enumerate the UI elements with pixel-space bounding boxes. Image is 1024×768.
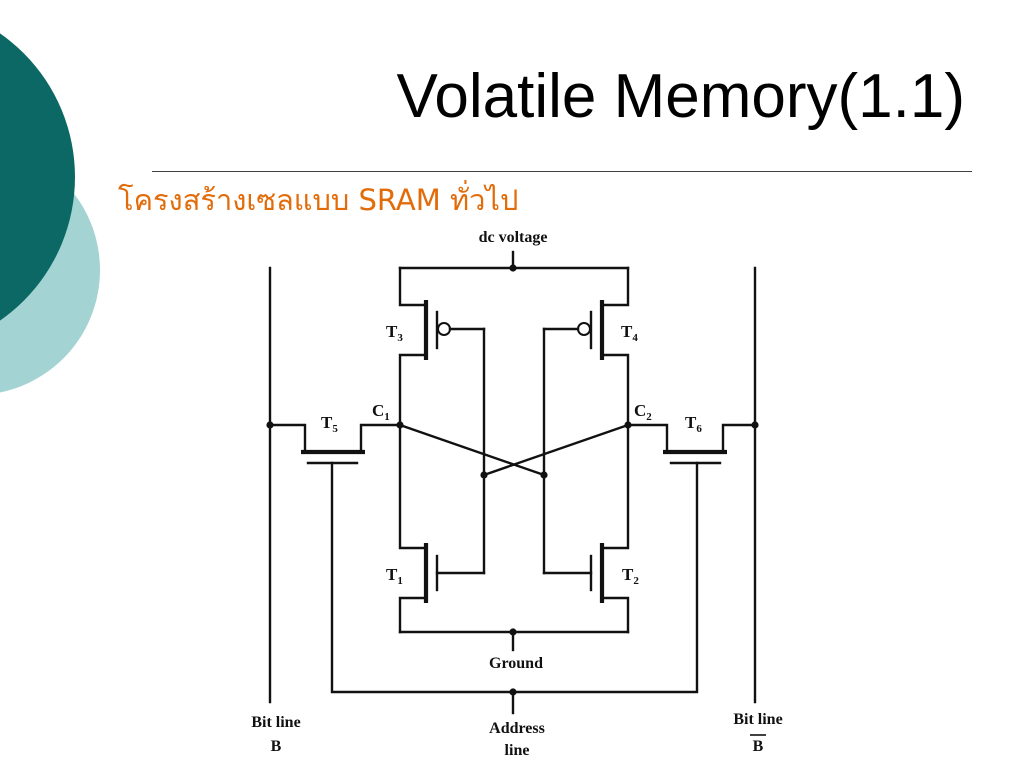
title-divider [152, 171, 972, 172]
junction-dots [266, 264, 759, 696]
bit-line-b-bar-junction [751, 421, 759, 429]
c2-label-letter: C [634, 401, 646, 420]
bit-line-b-bar-label-text: Bit line [733, 711, 782, 728]
t2-label-letter: T [622, 565, 634, 584]
t5-label: T5 [321, 413, 338, 435]
ground-junction [509, 628, 517, 636]
c2-label: C2 [634, 401, 652, 423]
dc-voltage-label: dc voltage [479, 229, 548, 246]
t4-gate-bubble [577, 322, 591, 336]
cross-link-from-c1 [398, 423, 546, 477]
t3-label: T3 [386, 322, 403, 344]
address-line-label-line1: Address [489, 720, 545, 737]
t1-drain-lead [398, 423, 428, 550]
address-line-label-line2: line [505, 742, 530, 759]
t6-node-lead [626, 423, 669, 454]
bit-line-b-junction [266, 421, 274, 429]
t4-label-index: 4 [632, 332, 638, 344]
t2-drain-lead [600, 423, 630, 550]
diagram-labels: dc voltage T3 T4 C1 C2 T5 T6 T1 [251, 229, 782, 759]
t4-source-lead [600, 353, 630, 427]
transistor-t6-symbol [626, 423, 757, 465]
t3-gate-bubble [437, 322, 451, 336]
transistor-t1-symbol [398, 423, 486, 634]
t2-label: T2 [622, 565, 639, 587]
slide-title: Volatile Memory(1.1) [396, 62, 965, 131]
transistor-t2-symbol [542, 423, 630, 634]
slide-subtitle: โครงสร้างเซลแบบ SRAM ทั่วไป [118, 183, 519, 217]
t2-label-index: 2 [633, 575, 639, 587]
t5-label-letter: T [321, 413, 333, 432]
c1-label-index: 1 [384, 411, 390, 423]
dc-voltage-junction [509, 264, 517, 272]
t6-label: T6 [685, 413, 702, 435]
t6-label-index: 6 [696, 423, 702, 435]
ground-label: Ground [489, 655, 543, 672]
transistor-t3-symbol [398, 266, 486, 427]
circuit-wiring [268, 250, 757, 715]
t1-label-index: 1 [397, 575, 403, 587]
t3-source-lead [398, 353, 428, 427]
t3-label-index: 3 [397, 332, 403, 344]
t5-bitline-lead [268, 423, 307, 454]
bit-line-b-label-symbol: B [271, 738, 282, 755]
t5-label-index: 5 [332, 423, 338, 435]
c1-label-letter: C [372, 401, 384, 420]
c2-junction [624, 421, 632, 429]
t6-label-letter: T [685, 413, 697, 432]
transistor-t4-symbol [542, 266, 630, 427]
t1-source-lead [398, 596, 428, 634]
bit-line-b-bar-label-symbol: B [753, 738, 764, 755]
t1-label: T1 [386, 565, 403, 587]
t3-label-letter: T [386, 322, 398, 341]
left-gate-junction [480, 471, 488, 479]
right-gate-junction [540, 471, 548, 479]
t4-drain-lead [600, 266, 630, 307]
c1-label: C1 [372, 401, 390, 423]
t2-source-lead [600, 596, 630, 634]
cross-link-from-c2 [482, 423, 630, 477]
t5-node-lead [359, 423, 402, 454]
t1-label-letter: T [386, 565, 398, 584]
c1-junction [396, 421, 404, 429]
transistor-t5-symbol [268, 423, 402, 465]
t3-drain-lead [398, 266, 428, 307]
t6-bitline-lead [721, 423, 757, 454]
bit-line-b-label-text: Bit line [251, 714, 300, 731]
t4-label: T4 [621, 322, 638, 344]
t4-label-letter: T [621, 322, 633, 341]
address-line-junction [509, 688, 517, 696]
c2-label-index: 2 [646, 411, 652, 423]
